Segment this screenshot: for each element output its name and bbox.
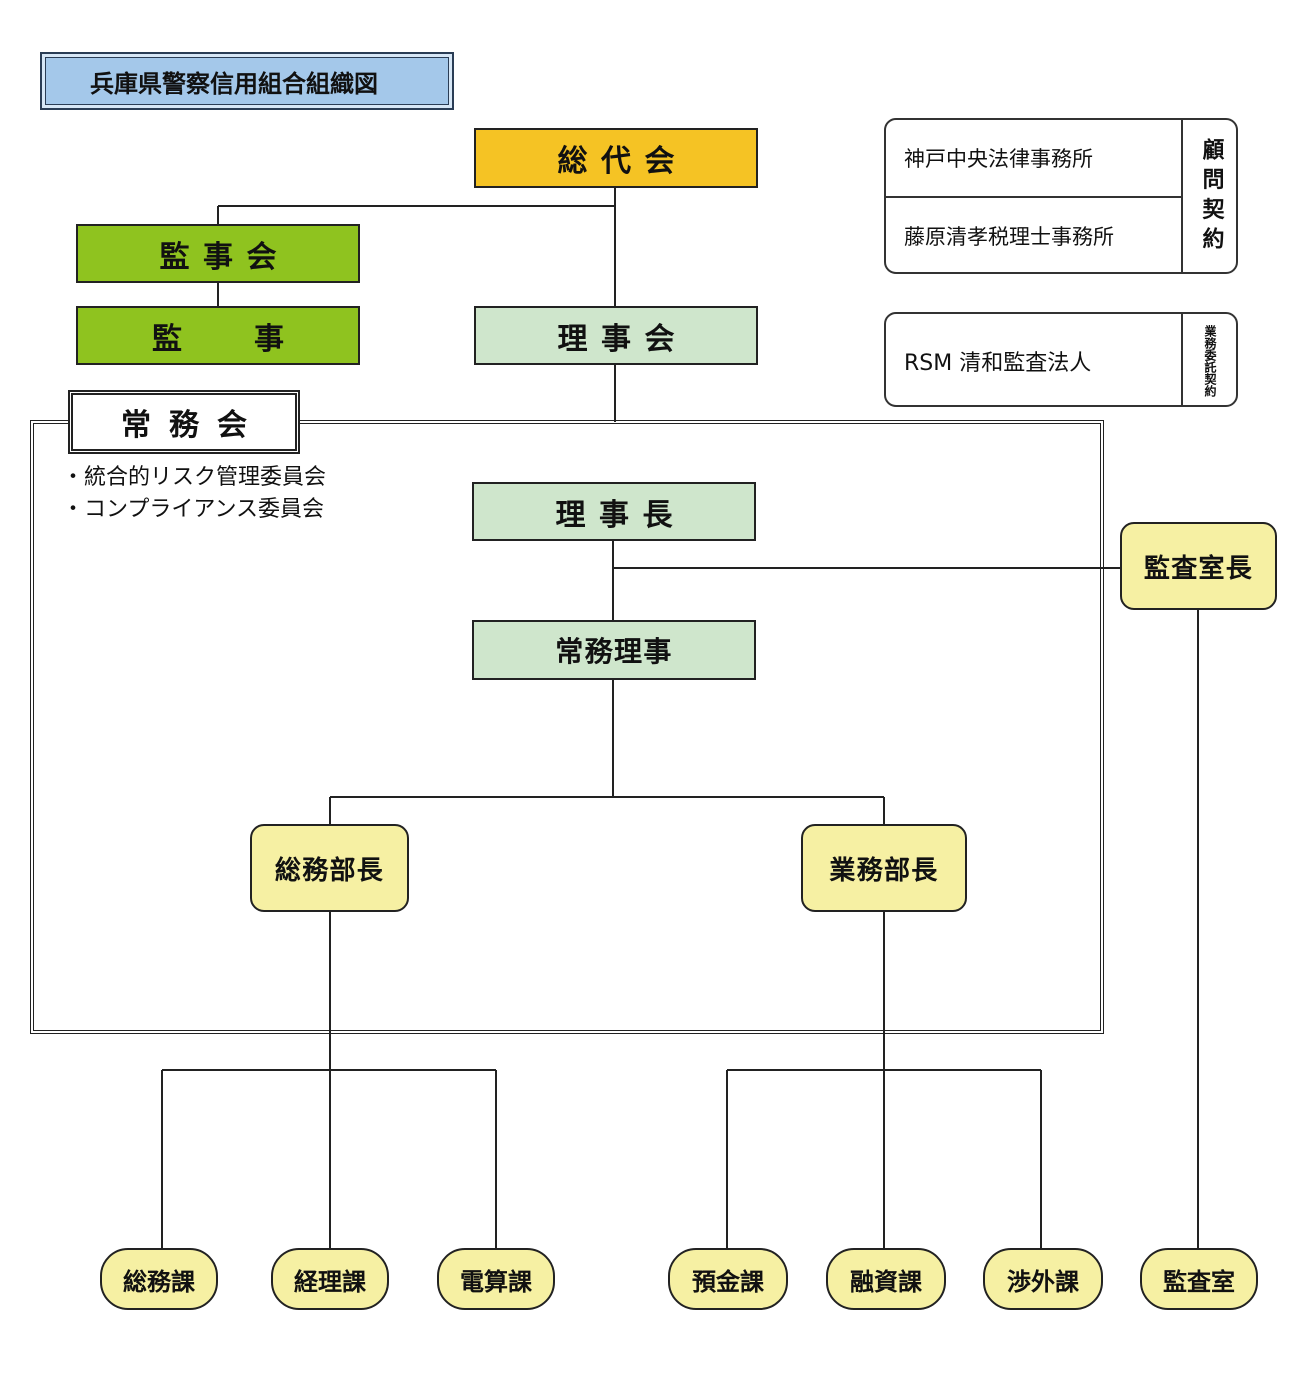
divider	[1181, 314, 1183, 407]
section-densanka: 電算課	[437, 1248, 555, 1310]
joumukai-frame	[30, 420, 1104, 1034]
divider	[1181, 120, 1183, 274]
outsourcing-contract-label: 業務委託契約	[1203, 324, 1217, 397]
node-gyoumubuchou: 業務部長	[801, 824, 967, 912]
committee-item: 統合的リスク管理委員会	[62, 462, 326, 494]
section-yokinka: 預金課	[668, 1248, 788, 1310]
section-shougaika: 渉外課	[983, 1248, 1103, 1310]
node-kansashitsuchou: 監査室長	[1120, 522, 1277, 610]
outsourcing-contract-box: RSM 清和監査法人 業務委託契約	[884, 312, 1238, 407]
advisor-contract-box: 神戸中央法律事務所 藤原清孝税理士事務所 顧問契約	[884, 118, 1238, 274]
chart-title: 兵庫県警察信用組合組織図	[40, 52, 454, 110]
advisor-firm-legal: 神戸中央法律事務所	[886, 120, 1181, 198]
node-kanji: 監事	[76, 306, 360, 365]
committee-list: 統合的リスク管理委員会 コンプライアンス委員会	[62, 462, 326, 526]
node-rijichou: 理事長	[472, 482, 756, 541]
section-soumuka: 総務課	[100, 1248, 218, 1310]
node-soudaikai: 総代会	[474, 128, 758, 188]
outsourcing-firm: RSM 清和監査法人	[904, 350, 1092, 376]
section-keirika: 経理課	[271, 1248, 389, 1310]
node-kanjikai: 監事会	[76, 224, 360, 283]
node-soumubuchou: 総務部長	[250, 824, 409, 912]
joumukai-label: 常務会	[68, 390, 300, 454]
node-joumuriji: 常務理事	[472, 620, 756, 680]
advisor-contract-label: 顧問契約	[1198, 137, 1224, 257]
section-kansashitsu: 監査室	[1140, 1248, 1258, 1310]
committee-item: コンプライアンス委員会	[62, 494, 326, 526]
section-yuushika: 融資課	[826, 1248, 946, 1310]
node-rijikai: 理事会	[474, 306, 758, 365]
advisor-firm-tax: 藤原清孝税理士事務所	[904, 225, 1114, 249]
